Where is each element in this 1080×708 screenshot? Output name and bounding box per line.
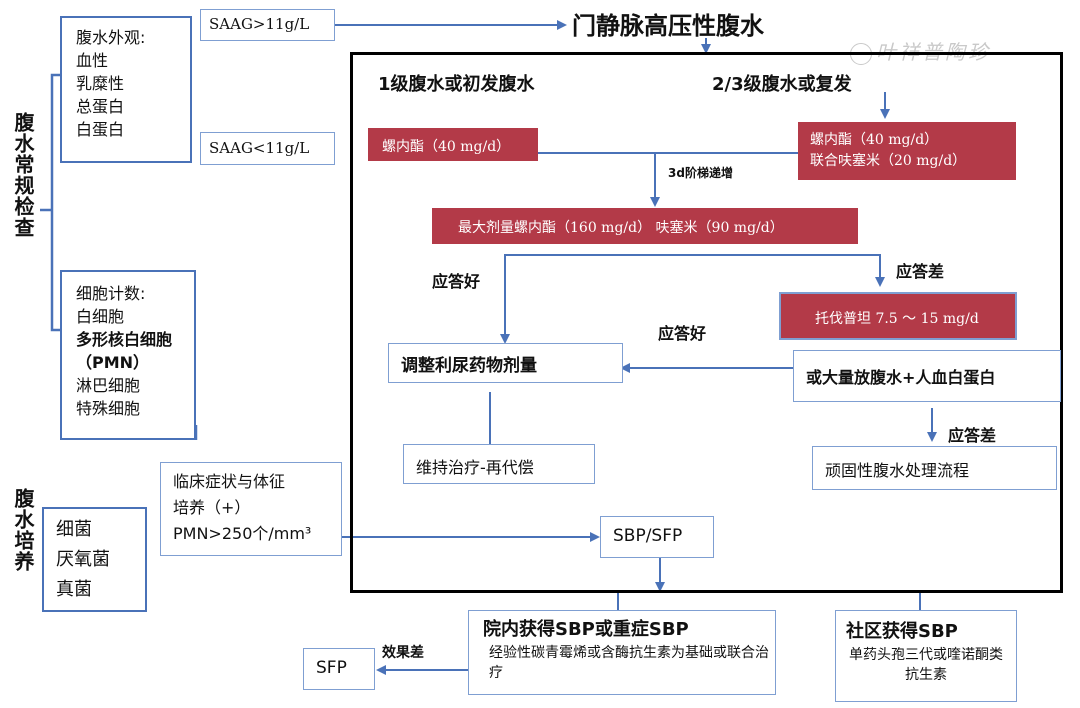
spironolactone-40-text: 螺内酯（40 mg/d） bbox=[382, 139, 511, 155]
culture-item: 细菌 bbox=[56, 519, 92, 540]
grade23-label: 2/3级腹水或复发 bbox=[712, 74, 852, 95]
portal-title: 门静脉高压性腹水 bbox=[572, 12, 764, 40]
community-acquired-box: 社区获得SBP 单药头孢三代或喹诺酮类抗生素 bbox=[835, 610, 1017, 702]
cell-count-box: 细胞计数: 白细胞 多形核白细胞 （PMN） 淋巴细胞 特殊细胞 bbox=[60, 270, 196, 440]
saag-high-box: SAAG>11g/L bbox=[200, 9, 335, 41]
culture-box: 细菌 厌氧菌 真菌 bbox=[42, 507, 147, 612]
hospital-acquired-title: 院内获得SBP或重症SBP bbox=[483, 619, 689, 640]
appearance-title: 腹水外观: bbox=[76, 28, 146, 47]
poor-response-label-1: 应答差 bbox=[896, 262, 945, 281]
sbp-sfp-box: SBP/SFP bbox=[600, 516, 714, 558]
main-frame bbox=[350, 52, 1063, 593]
culture-item: 真菌 bbox=[56, 579, 92, 600]
tolvaptan-box: 托伐普坦 7.5 ～ 15 mg/d bbox=[779, 292, 1017, 340]
saag-low-box: SAAG<11g/L bbox=[200, 132, 335, 165]
appearance-item: 白蛋白 bbox=[76, 120, 125, 139]
sfp-box: SFP bbox=[303, 648, 375, 690]
cell-count-item-pmn: 多形核白细胞 bbox=[76, 330, 173, 349]
sfp-text: SFP bbox=[316, 658, 347, 678]
poor-response-label-2: 应答差 bbox=[948, 426, 997, 445]
paracentesis-text: 或大量放腹水+人血白蛋白 bbox=[806, 368, 996, 387]
maintenance-box: 维持治疗-再代偿 bbox=[403, 444, 595, 484]
appearance-item: 血性 bbox=[76, 51, 109, 70]
good-response-label-2: 应答好 bbox=[658, 324, 707, 343]
culture-label-text: 腹水培养 bbox=[11, 488, 35, 572]
community-acquired-title: 社区获得SBP bbox=[846, 621, 958, 642]
refractory-text: 顽固性腹水处理流程 bbox=[825, 461, 970, 480]
spironolactone-furosemide-box: 螺内酯（40 mg/d） 联合呋塞米（20 mg/d） bbox=[798, 122, 1016, 180]
spiro-combo-line1: 螺内酯（40 mg/d） bbox=[810, 132, 939, 148]
spironolactone-40-box: 螺内酯（40 mg/d） bbox=[368, 128, 538, 161]
culture-item: 厌氧菌 bbox=[56, 549, 110, 570]
paracentesis-box: 或大量放腹水+人血白蛋白 bbox=[793, 350, 1061, 402]
sbp-sfp-text: SBP/SFP bbox=[613, 526, 683, 546]
cell-count-item: 特殊细胞 bbox=[76, 399, 141, 418]
culture-label: 腹水培养 bbox=[10, 488, 35, 572]
routine-check-label: 腹水常规检查 bbox=[10, 112, 35, 238]
routine-brace bbox=[50, 73, 60, 332]
appearance-item: 乳糜性 bbox=[76, 74, 125, 93]
grade1-label: 1级腹水或初发腹水 bbox=[378, 74, 535, 95]
hospital-acquired-body: 经验性碳青霉烯或含酶抗生素为基础或联合治疗 bbox=[489, 645, 769, 681]
max-dose-box: 最大剂量螺内酯（160 mg/d） 呋塞米（90 mg/d） bbox=[432, 208, 858, 244]
saag-high-text: SAAG>11g/L bbox=[209, 15, 310, 33]
branch-line bbox=[504, 254, 885, 340]
routine-check-label-text: 腹水常规检查 bbox=[11, 112, 35, 238]
maintenance-text: 维持治疗-再代偿 bbox=[416, 458, 534, 477]
criteria-line: PMN>250个/mm³ bbox=[173, 524, 312, 543]
cell-count-item: 淋巴细胞 bbox=[76, 376, 141, 395]
cell-count-title: 细胞计数: bbox=[76, 284, 146, 303]
stepup-label: 3d阶梯递增 bbox=[668, 166, 733, 180]
max-dose-text: 最大剂量螺内酯（160 mg/d） 呋塞米（90 mg/d） bbox=[458, 220, 784, 236]
cell-count-item-pmn-abbr: （PMN） bbox=[76, 353, 150, 372]
adjust-diuretic-text: 调整利尿药物剂量 bbox=[401, 356, 537, 376]
infection-criteria-box: 临床症状与体征 培养（+） PMN>250个/mm³ bbox=[160, 462, 342, 556]
tolvaptan-text: 托伐普坦 7.5 ～ 15 mg/d bbox=[815, 311, 979, 327]
cell-count-item: 白细胞 bbox=[76, 307, 125, 326]
criteria-line: 培养（+） bbox=[173, 498, 251, 517]
appearance-box: 腹水外观: 血性 乳糜性 总蛋白 白蛋白 bbox=[60, 16, 192, 163]
appearance-item: 总蛋白 bbox=[76, 97, 125, 116]
good-response-label-1: 应答好 bbox=[432, 272, 481, 291]
criteria-line: 临床症状与体征 bbox=[173, 472, 286, 491]
spiro-combo-line2: 联合呋塞米（20 mg/d） bbox=[810, 153, 967, 169]
refractory-box: 顽固性腹水处理流程 bbox=[812, 446, 1057, 490]
community-acquired-body: 单药头孢三代或喹诺酮类抗生素 bbox=[849, 647, 1003, 683]
poor-effect-label: 效果差 bbox=[382, 645, 424, 661]
adjust-diuretic-box: 调整利尿药物剂量 bbox=[388, 343, 623, 383]
saag-low-text: SAAG<11g/L bbox=[209, 139, 310, 157]
hospital-acquired-box: 院内获得SBP或重症SBP 经验性碳青霉烯或含酶抗生素为基础或联合治疗 bbox=[468, 610, 776, 695]
